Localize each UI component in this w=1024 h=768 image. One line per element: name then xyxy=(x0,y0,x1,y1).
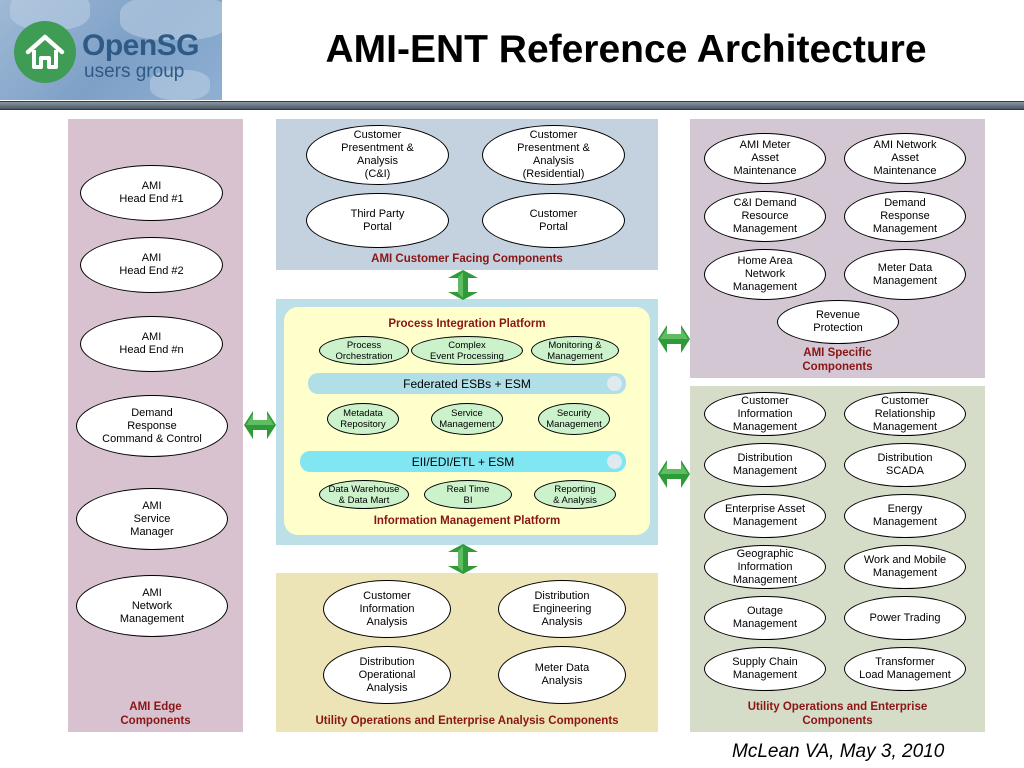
ami-specific-oval: AMI Network Asset Maintenance xyxy=(844,133,966,184)
ami-specific-oval: Meter Data Management xyxy=(844,249,966,300)
shared-pill: Metadata Repository xyxy=(327,403,399,435)
arrow-vertical-bottom xyxy=(448,544,478,574)
header-divider xyxy=(0,101,1024,110)
utility-ops-oval: Distribution SCADA xyxy=(844,443,966,487)
logo-name: OpenSG xyxy=(82,29,200,62)
esb-bar: Federated ESBs + ESM xyxy=(308,373,626,394)
ami-specific-oval: Demand Response Management xyxy=(844,191,966,242)
bar-end-cap xyxy=(607,454,622,469)
arrow-horizontal-left xyxy=(244,411,276,439)
imp-pill: Data Warehouse & Data Mart xyxy=(319,480,409,509)
edge-oval: AMI Head End #n xyxy=(80,316,223,372)
customer-facing-oval: Customer Presentment & Analysis (C&I) xyxy=(306,125,449,185)
panel-label: Utility Operations and Enterprise Analys… xyxy=(315,715,619,727)
utility-ops-oval: Supply Chain Management xyxy=(704,647,826,691)
ami-specific-panel: AMI Meter Asset Maintenance AMI Network … xyxy=(690,119,985,378)
integration-panel: Process Integration Platform Process Orc… xyxy=(276,299,658,545)
utility-ops-oval: Energy Management xyxy=(844,494,966,538)
panel-label: AMI Edge Components xyxy=(120,701,191,727)
customer-facing-oval: Customer Portal xyxy=(482,193,625,248)
arrow-horizontal-right-top xyxy=(658,325,690,353)
utility-ops-oval: Distribution Management xyxy=(704,443,826,487)
analysis-oval: Meter Data Analysis xyxy=(498,646,626,704)
logo-subtitle: users group xyxy=(84,61,185,82)
analysis-oval: Distribution Operational Analysis xyxy=(323,646,451,704)
eii-bar: EII/EDI/ETL + ESM xyxy=(300,451,626,472)
pip-pill: Complex Event Processing xyxy=(411,336,523,365)
ami-edge-panel: AMI Head End #1 AMI Head End #2 AMI Head… xyxy=(68,119,243,732)
opensg-logo: OpenSG users group xyxy=(0,0,222,100)
page-title: AMI-ENT Reference Architecture xyxy=(325,28,927,71)
arrow-vertical-top xyxy=(448,270,478,300)
utility-ops-oval: Customer Information Management xyxy=(704,392,826,436)
arrow-horizontal-right-bottom xyxy=(658,460,690,488)
pip-pill: Process Orchestration xyxy=(319,336,409,365)
imp-label: Information Management Platform xyxy=(373,515,561,527)
panel-label: Utility Operations and Enterprise Compon… xyxy=(747,701,928,727)
imp-pill: Real Time BI xyxy=(424,480,512,509)
bar-end-cap xyxy=(607,376,622,391)
utility-ops-panel: Customer Information Management Customer… xyxy=(690,386,985,732)
utility-ops-oval: Geographic Information Management xyxy=(704,545,826,589)
utility-ops-oval: Customer Relationship Management xyxy=(844,392,966,436)
house-icon xyxy=(14,21,76,83)
imp-pill: Reporting & Analysis xyxy=(534,480,616,509)
utility-ops-oval: Transformer Load Management xyxy=(844,647,966,691)
ami-specific-oval: AMI Meter Asset Maintenance xyxy=(704,133,826,184)
utility-ops-oval: Power Trading xyxy=(844,596,966,640)
footer-date: McLean VA, May 3, 2010 xyxy=(732,741,945,762)
customer-facing-oval: Customer Presentment & Analysis (Residen… xyxy=(482,125,625,185)
panel-label: AMI Specific Components xyxy=(802,347,873,373)
edge-oval: Demand Response Command & Control xyxy=(76,395,228,457)
pip-pill: Monitoring & Management xyxy=(531,336,619,365)
customer-facing-oval: Third Party Portal xyxy=(306,193,449,248)
edge-oval: AMI Network Management xyxy=(76,575,228,637)
ami-specific-oval: Home Area Network Management xyxy=(704,249,826,300)
utility-ops-oval: Work and Mobile Management xyxy=(844,545,966,589)
utility-ops-oval: Outage Management xyxy=(704,596,826,640)
eii-bar-label: EII/EDI/ETL + ESM xyxy=(411,454,515,469)
customer-facing-panel: Customer Presentment & Analysis (C&I) Cu… xyxy=(276,119,658,270)
panel-label: AMI Customer Facing Components xyxy=(371,253,563,265)
edge-oval: AMI Head End #1 xyxy=(80,165,223,221)
analysis-oval: Distribution Engineering Analysis xyxy=(498,580,626,638)
utility-analysis-panel: Customer Information Analysis Distributi… xyxy=(276,573,658,732)
utility-ops-oval: Enterprise Asset Management xyxy=(704,494,826,538)
shared-pill: Security Management xyxy=(538,403,610,435)
pip-label: Process Integration Platform xyxy=(388,318,546,330)
edge-oval: AMI Head End #2 xyxy=(80,237,223,293)
shared-pill: Service Management xyxy=(431,403,503,435)
ami-specific-oval: C&I Demand Resource Management xyxy=(704,191,826,242)
ami-specific-oval: Revenue Protection xyxy=(777,300,899,344)
analysis-oval: Customer Information Analysis xyxy=(323,580,451,638)
esb-bar-label: Federated ESBs + ESM xyxy=(403,376,531,391)
edge-oval: AMI Service Manager xyxy=(76,488,228,550)
